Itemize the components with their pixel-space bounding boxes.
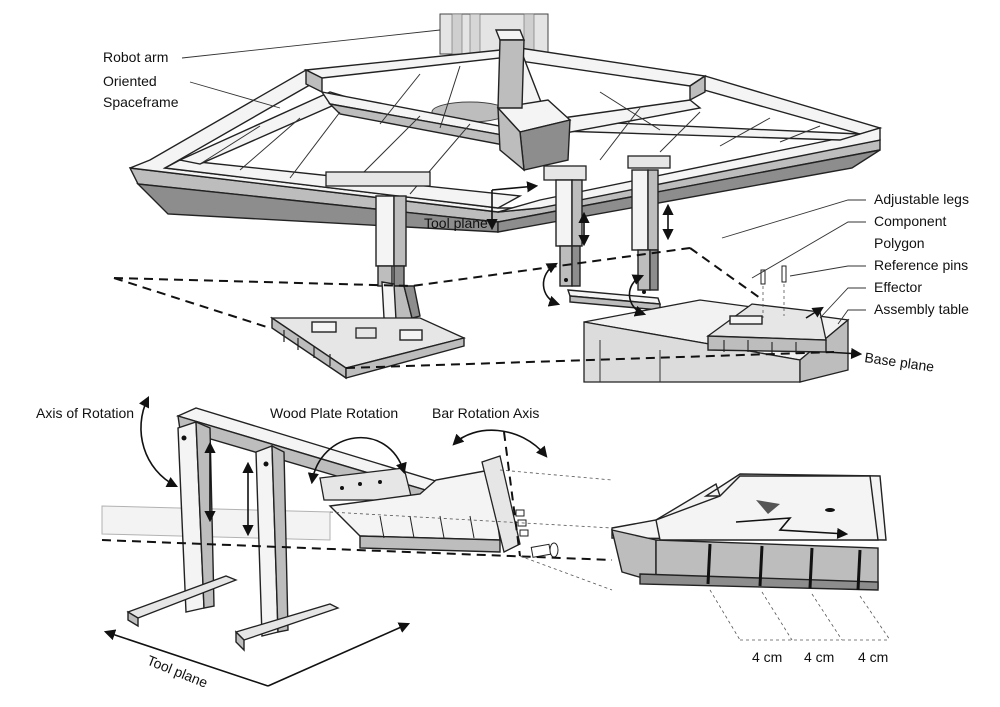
bottom-scene: 4 cm 4 cm 4 cm Axis of Rotation Wood Pla… [36, 395, 891, 691]
label-wood-plate-rotation: Wood Plate Rotation [270, 405, 398, 421]
dimension-label: 4 cm [858, 649, 888, 665]
label-polygon: Polygon [874, 235, 925, 251]
oriented-spaceframe [128, 29, 883, 233]
component-polygon-small [328, 469, 501, 553]
label-effector: Effector [874, 279, 922, 295]
label-robot-arm: Robot arm [103, 49, 168, 65]
label-spaceframe: Spaceframe [103, 94, 179, 110]
label-component: Component [874, 213, 946, 229]
rotation-arrows [103, 395, 548, 687]
motion-arrows [486, 181, 863, 360]
label-tool-plane-top: Tool plane [424, 215, 488, 231]
label-tool-plane-bottom: Tool plane [145, 652, 210, 691]
label-adjustable-legs: Adjustable legs [874, 191, 969, 207]
dimension-lines [709, 589, 891, 641]
right-effector-plate [706, 265, 827, 354]
plane-lines [113, 247, 835, 369]
left-effector-plate [269, 316, 466, 380]
label-oriented: Oriented [103, 73, 157, 89]
component-polygon-large [611, 473, 887, 591]
left-adjustable-legs [375, 195, 421, 321]
label-base-plane: Base plane [864, 349, 936, 375]
label-axis-of-rotation: Axis of Rotation [36, 405, 134, 421]
label-bar-rotation-axis: Bar Rotation Axis [432, 405, 539, 421]
label-assembly-table: Assembly table [874, 301, 969, 317]
dimension-label: 4 cm [752, 649, 782, 665]
label-reference-pins: Reference pins [874, 257, 968, 273]
dimension-label: 4 cm [804, 649, 834, 665]
robot-arm [431, 13, 549, 123]
leader-lines [181, 29, 866, 325]
top-scene: Robot arm Oriented Spaceframe Adjustable… [103, 13, 969, 383]
